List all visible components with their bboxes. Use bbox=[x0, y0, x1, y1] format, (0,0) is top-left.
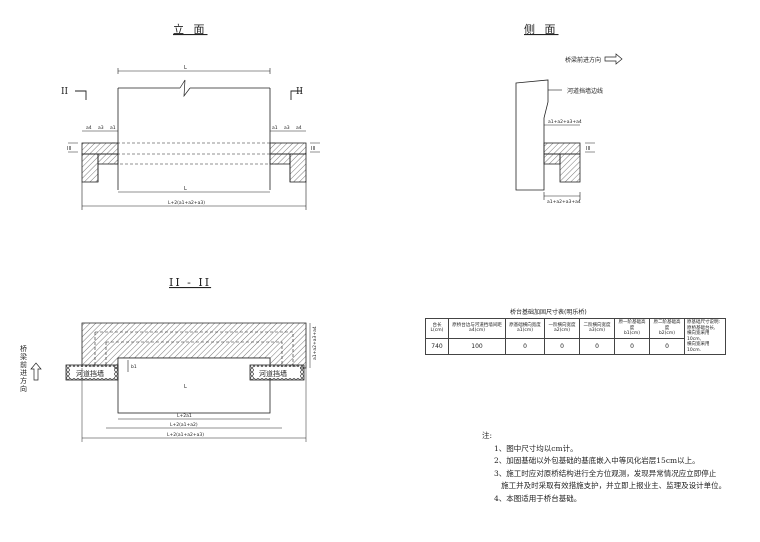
sec-dim-2: L+2(a1+a2) bbox=[170, 422, 198, 428]
side-dims-bottom: a1+a2+a3+a4 bbox=[547, 199, 581, 205]
note-item: 施工并及时采取有效措施支护，并立即上报业主、监理及设计单位。 bbox=[494, 481, 727, 490]
note-item: 4、本图适用于桥台基础。 bbox=[494, 493, 582, 503]
table-caption: 桥台基础加固尺寸表(明乐桥) bbox=[510, 309, 587, 316]
header-cell: 原基础尺寸说明: 原桥基础台长, 横向宽采用10cm, 横向宽采用10cm. bbox=[684, 318, 726, 355]
section-title: II - II bbox=[169, 276, 211, 289]
table-cell: 0 bbox=[579, 337, 615, 356]
table-cell: 0 bbox=[614, 337, 650, 356]
level-mark-right: III bbox=[311, 146, 315, 152]
table-row: 740 100 0 0 0 0 0 bbox=[425, 337, 726, 356]
dim-a4-right: a4 bbox=[296, 125, 302, 131]
header-cell: 原基础横向宽度 a1(cm) bbox=[505, 318, 545, 339]
table-cell: 100 bbox=[448, 337, 506, 356]
direction-side-label: 桥梁前进方向 bbox=[20, 345, 27, 393]
front-title: 立 面 bbox=[173, 22, 208, 36]
note-item: 2、加固基础以外包基础的基底嵌入中等风化岩层15cm以上。 bbox=[494, 456, 700, 465]
header-cell: 原桥台边与河道挡墙间距 a4(cm) bbox=[448, 318, 506, 339]
river-wall-line: 河道挡墙边线 bbox=[567, 87, 603, 95]
dim-a3-left: a3 bbox=[98, 125, 104, 131]
dim-a1-right: a1 bbox=[272, 125, 278, 131]
note-item: 3、施工时应对原桥结构进行全方位观测，发现异常情况应立即停止 bbox=[494, 468, 717, 478]
side-title: 侧 面 bbox=[524, 23, 559, 36]
header-cell: 一阶横向宽度 a2(cm) bbox=[544, 318, 580, 339]
header-cell: 台长 L(cm) bbox=[425, 318, 449, 339]
side-elevation bbox=[515, 53, 623, 200]
level-mark-left: III bbox=[67, 146, 71, 152]
header-cell: 原一阶基础高度 b1(cm) bbox=[614, 318, 650, 339]
table-header-row: 台长 L(cm) 原桥台边与河道挡墙间距 a4(cm) 原基础横向宽度 a1(c… bbox=[425, 318, 726, 355]
river-wall-right: 河道挡墙 bbox=[259, 369, 287, 378]
dim-L-top: L bbox=[184, 65, 187, 71]
table-cell: 0 bbox=[544, 337, 580, 356]
side-dims-top: a1+a2+a3+a4 bbox=[548, 119, 582, 125]
section-view bbox=[30, 322, 311, 442]
sec-dim-right: a1+a2+a3+a4 bbox=[312, 326, 318, 360]
dim-L-bottom: L bbox=[184, 186, 187, 192]
front-elevation bbox=[68, 68, 320, 210]
header-cell: 原二阶基础高度 b2(cm) bbox=[649, 318, 685, 339]
note-item: 1、图中尺寸均以cm计。 bbox=[494, 443, 578, 453]
notes-block: 注: 1、图中尺寸均以cm计。 2、加固基础以外包基础的基底嵌入中等风化岩层15… bbox=[482, 430, 726, 505]
level-mark-side: III bbox=[586, 146, 590, 152]
direction-top: 桥梁前进方向 bbox=[565, 56, 601, 64]
notes-title: 注: bbox=[482, 431, 493, 440]
sec-dim-1: L+2a1 bbox=[177, 413, 192, 419]
dim-a1-left: a1 bbox=[110, 125, 116, 131]
dim-L-total: L+2(a1+a2+a3) bbox=[168, 200, 205, 206]
section-mark-right: II bbox=[296, 87, 304, 97]
sec-dim-3: L+2(a1+a2+a3) bbox=[167, 432, 204, 438]
spec-table: 台长 L(cm) 原桥台边与河道挡墙间距 a4(cm) 原基础横向宽度 a1(c… bbox=[425, 318, 726, 356]
sec-dim-b: b1 bbox=[131, 364, 137, 370]
sec-dim-L: L bbox=[184, 384, 187, 390]
dim-a4-left: a4 bbox=[86, 125, 92, 131]
section-mark-left: II bbox=[61, 87, 69, 97]
river-wall-left: 河道挡墙 bbox=[76, 369, 104, 378]
header-cell: 二阶横向宽度 a3(cm) bbox=[579, 318, 615, 339]
table-cell: 0 bbox=[505, 337, 545, 356]
table-cell: 0 bbox=[649, 337, 685, 356]
dim-a3-right: a3 bbox=[284, 125, 290, 131]
table-cell: 740 bbox=[425, 337, 449, 356]
